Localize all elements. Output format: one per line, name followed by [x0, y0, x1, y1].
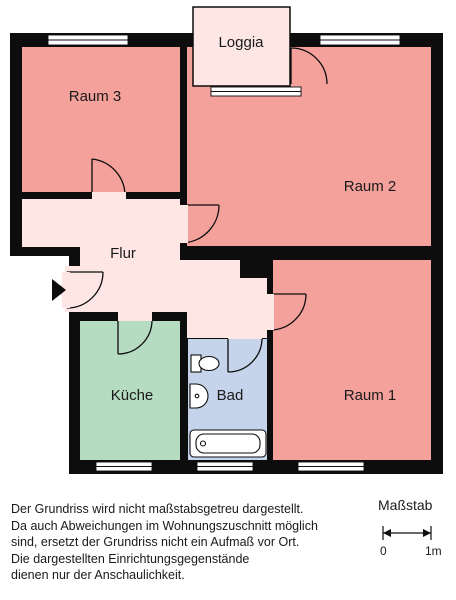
disclaimer-line: Die dargestellten Einrichtungsgegenständ… — [11, 551, 250, 566]
window-kitchen — [95, 461, 153, 472]
sink-icon — [189, 383, 209, 409]
scale-title: Maßstab — [378, 497, 433, 513]
disclaimer-line: sind, ersetzt der Grundriss nicht ein Au… — [11, 535, 300, 549]
window-bath — [196, 461, 254, 472]
door-raum3 — [91, 158, 126, 198]
windows — [47, 34, 401, 472]
loggia-block — [192, 6, 291, 87]
disclaimer-line: Der Grundriss wird nicht maßstabsgetreu … — [11, 502, 304, 516]
scale-end-label: 1m — [425, 544, 442, 558]
room-label-raum2: Raum 2 — [344, 178, 397, 195]
disclaimer-text: Der Grundriss wird nicht maßstabsgetreu … — [11, 501, 361, 584]
scale-start-label: 0 — [380, 544, 387, 558]
door-raum1 — [269, 293, 307, 331]
room-label-loggia: Loggia — [218, 34, 264, 51]
triangle-arrow-icon — [52, 279, 66, 301]
room-labels: Loggia Raum 3 Raum 2 Flur Küche Bad Raum… — [69, 34, 397, 404]
scale-bar — [382, 526, 432, 540]
doors — [61, 47, 328, 373]
disclaimer-line: dienen nur der Anschaulichkeit. — [11, 568, 185, 582]
door-bath — [227, 337, 263, 373]
toilet-icon — [190, 354, 220, 373]
kitchen-floor — [80, 321, 180, 460]
disclaimer-line: Da auch Abweichungen im Wohnungszuschnit… — [11, 518, 318, 533]
window-raum1 — [297, 461, 365, 472]
door-loggia — [290, 47, 328, 85]
room-fills — [22, 47, 431, 460]
hall-bath-corridor — [187, 278, 267, 338]
raum1-floor — [273, 260, 431, 460]
room-label-raum1: Raum 1 — [344, 387, 397, 404]
door-kitchen — [117, 318, 153, 355]
bath-fixtures — [189, 354, 267, 458]
window-raum3 — [47, 34, 129, 46]
room-label-raum3: Raum 3 — [69, 88, 122, 105]
loggia-floor — [192, 6, 291, 87]
room-label-flur: Flur — [110, 245, 136, 262]
raum3-floor — [22, 47, 180, 192]
bathtub-icon — [189, 429, 267, 458]
room-label-kueche: Küche — [111, 387, 154, 404]
room-label-bad: Bad — [217, 387, 244, 404]
hall-left-niche — [22, 199, 80, 247]
window-raum2 — [319, 34, 401, 46]
window-loggia — [210, 86, 302, 97]
